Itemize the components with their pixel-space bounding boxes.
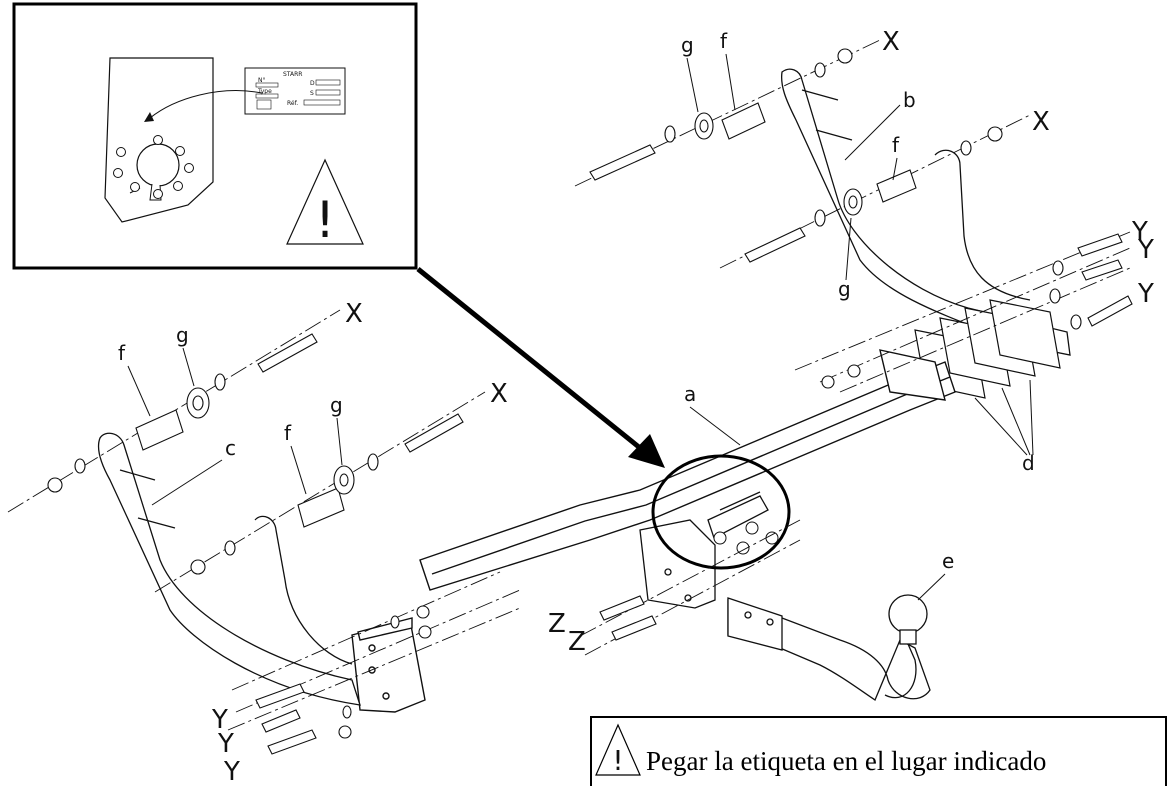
axis-y-6: Y [223,757,240,786]
axis-y-2: Y [1137,235,1154,265]
axis-y-3: Y [1137,279,1154,309]
label-brand: STARR [283,71,302,78]
label-b: b [903,88,916,112]
axis-z-1: Z [548,609,566,639]
label-a: a [684,382,696,406]
spacer-plates-d [914,299,1061,399]
hitch-receiver [639,491,769,609]
label-no: N° [258,77,266,84]
bolts [255,144,1133,755]
label-f-left: f [118,341,126,365]
spacer-tubes-f [135,102,917,528]
axis-z-2: Z [568,627,586,657]
axis-y-4: Y [211,705,228,735]
svg-text:!: ! [612,744,623,777]
beam-nuts [713,521,779,555]
label-location-circle [651,454,791,570]
label-g-mid: g [330,393,343,417]
label-e: e [942,549,954,573]
label-d: d [1022,451,1035,475]
label-f-top: f [720,29,728,53]
left-end-plate [351,617,426,713]
axis-y-5: Y [217,729,234,759]
part-labels: g f b f g g f g f c a d e [118,29,1035,601]
label-s: S [310,90,314,97]
axis-x-2: X [1032,107,1050,137]
washers-and-nuts [47,48,1082,739]
svg-text:!: ! [315,191,335,249]
socket-bolt-holes [113,135,194,199]
placement-note: ! Pegar la etiqueta en el lugar indicado [590,716,1167,786]
label-f-right: f [892,133,900,157]
cross-beam-a [419,349,956,591]
label-type: Type [257,88,272,95]
label-g-top: g [681,33,694,57]
label-c: c [225,436,236,460]
left-bracket-c [97,432,361,706]
label-f-mid: f [284,421,292,445]
label-g-right: g [838,277,851,301]
socket-center-hole [136,143,180,187]
label-ref: Réf. [287,100,298,107]
spacer-rings-g [186,112,863,495]
warning-triangle-icon: ! [286,158,364,249]
axis-x-4: X [490,379,508,409]
label-placement-inset: STARR N° Type D S Réf. ! [12,2,418,270]
label-d: D [310,80,315,87]
identification-label: STARR N° Type D S Réf. [244,67,346,115]
placement-arrow [149,90,263,119]
note-text: Pegar la etiqueta en el lugar indicado [646,746,1046,776]
note-warning-icon: ! [595,723,641,777]
label-g-left: g [176,323,189,347]
pointer-arrow [416,267,665,468]
axis-y-1: Y [1131,217,1148,247]
axis-x-3: X [345,299,363,329]
axis-x-1: X [882,27,900,57]
axis-labels: X X X X Y Y Y Y Y Y Z Z [211,27,1154,786]
tow-ball-e [727,594,931,701]
